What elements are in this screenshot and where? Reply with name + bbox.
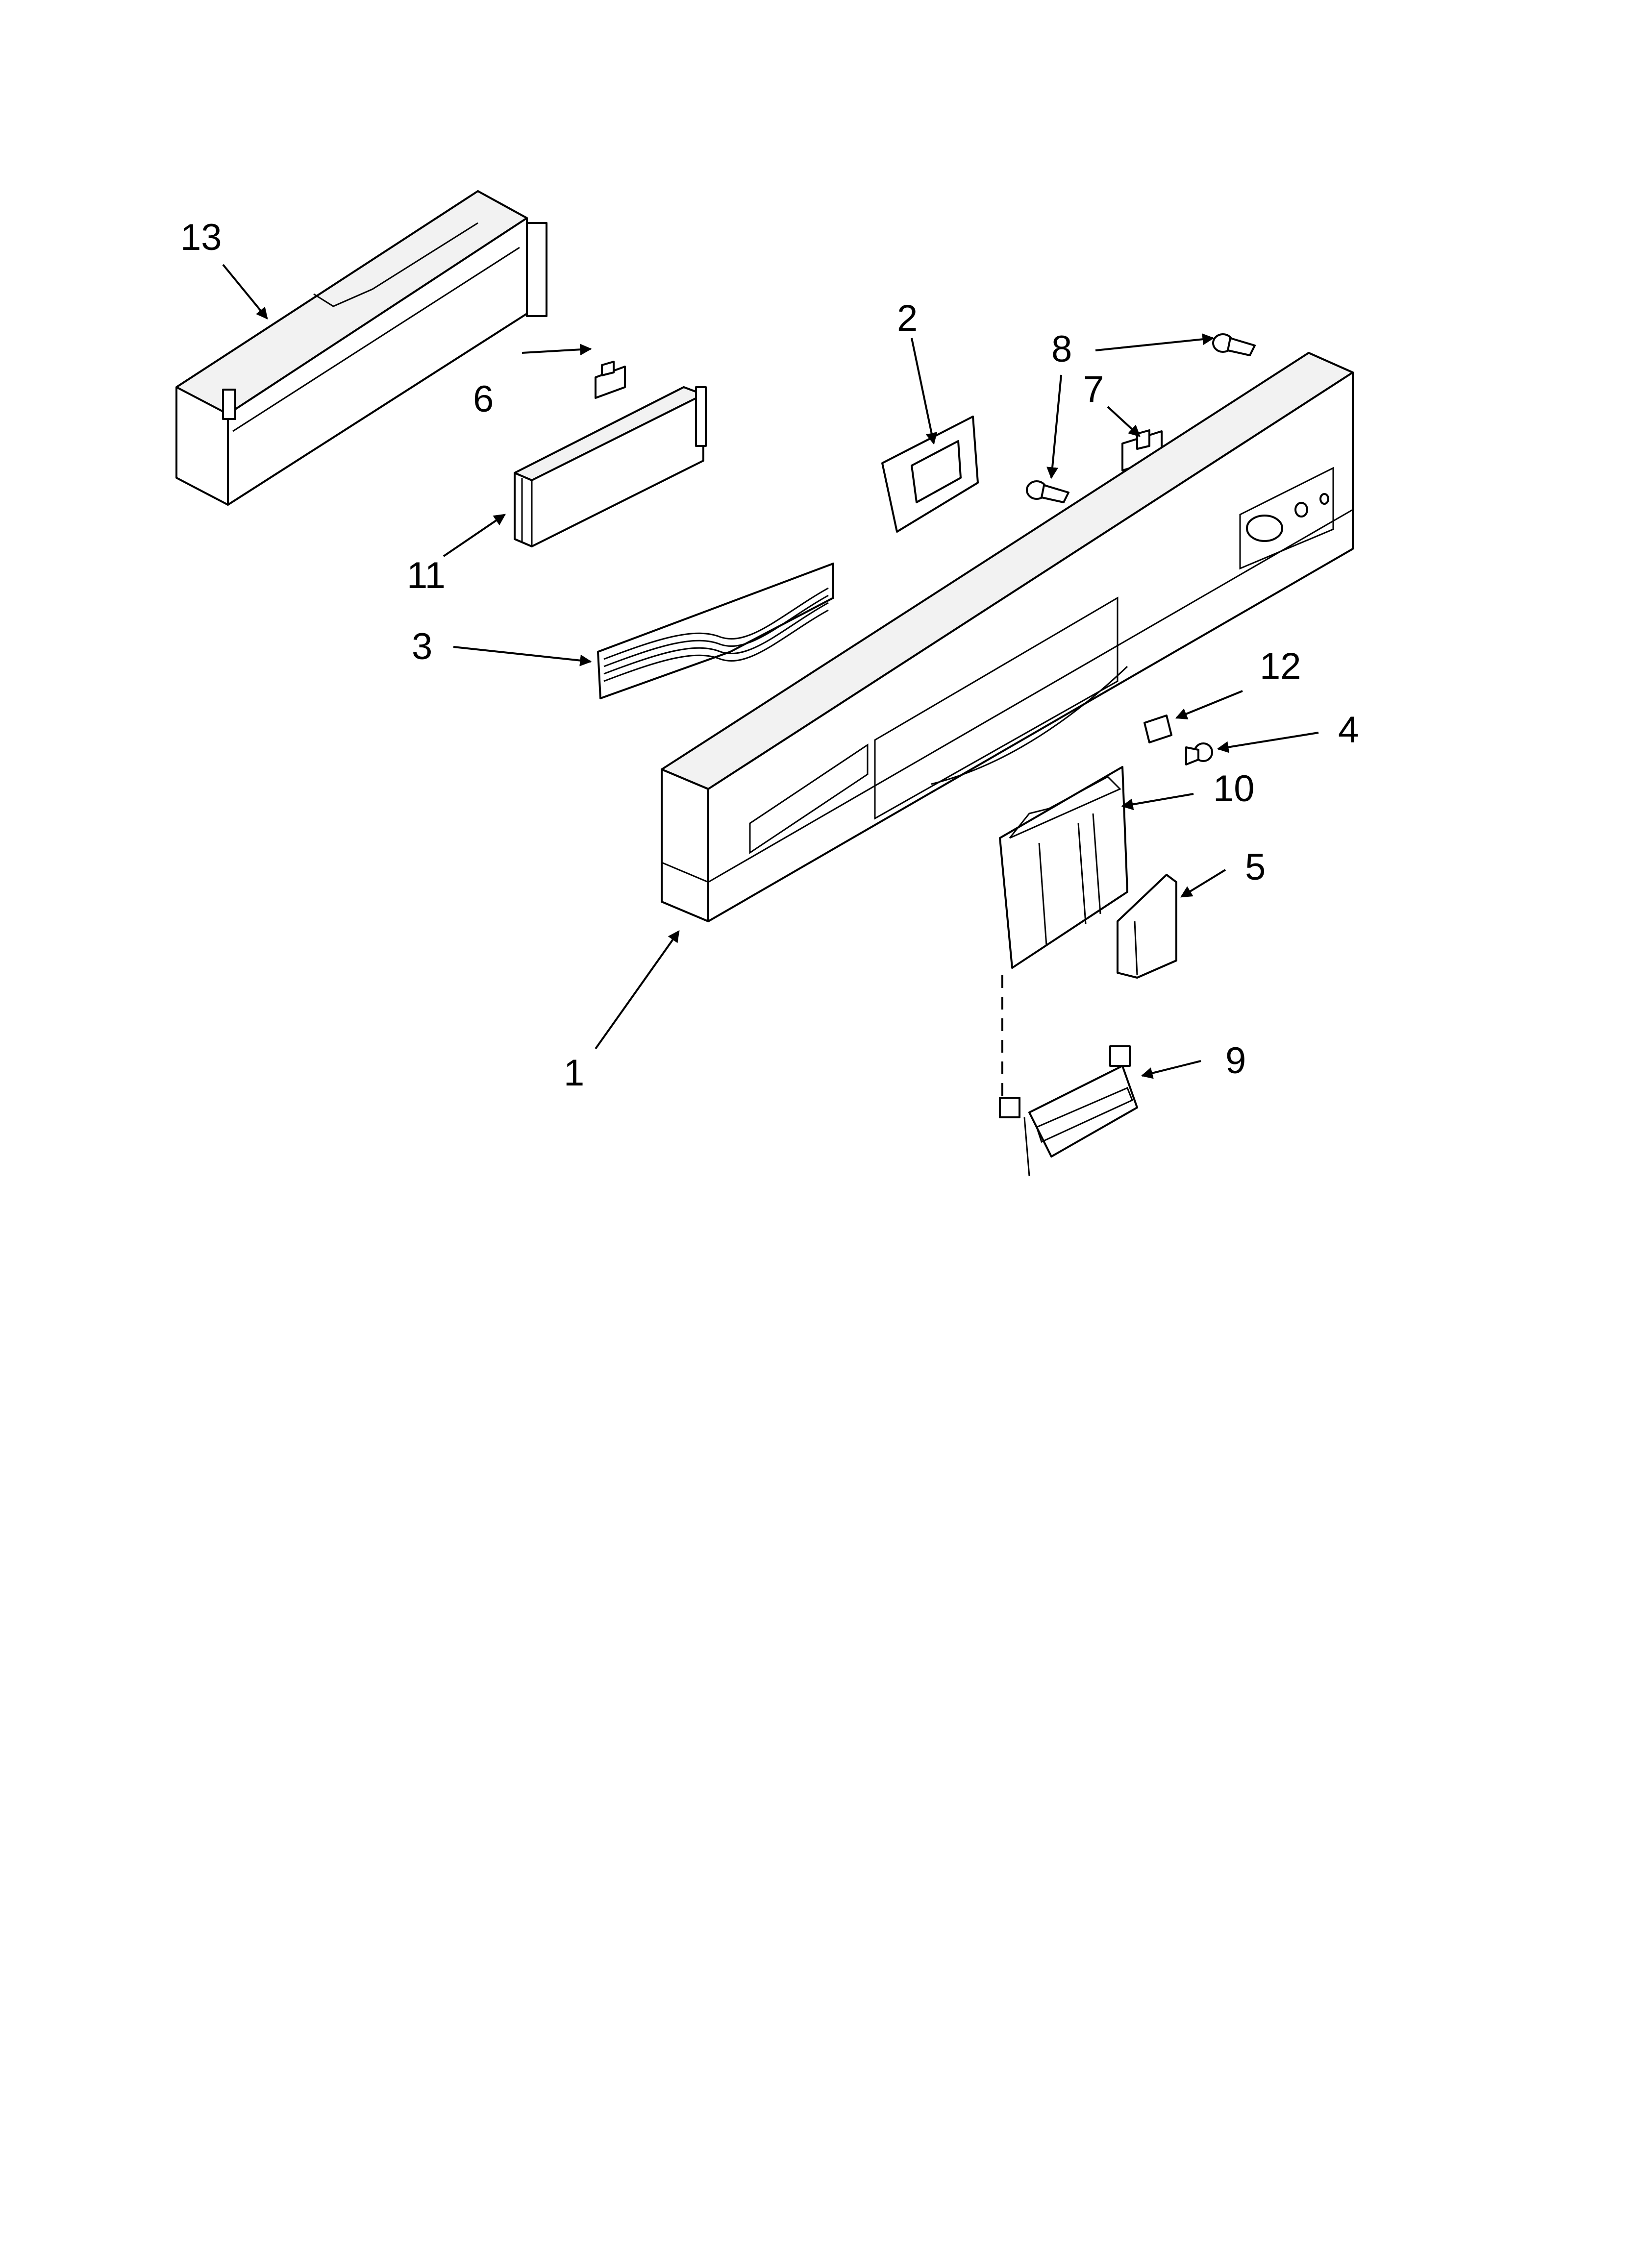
part-10-board-housing	[999, 766, 1128, 969]
part-12-clip	[1144, 715, 1172, 743]
part-9-lower-bracket	[999, 1045, 1138, 1177]
part-4-screw	[1185, 742, 1213, 765]
leader-8-left	[1046, 374, 1062, 479]
callout-3: 3	[412, 626, 432, 667]
callout-7: 7	[1083, 369, 1104, 410]
leader-7	[1107, 406, 1141, 437]
part-11-module	[514, 386, 707, 547]
part-1-console-panel	[661, 352, 1354, 922]
callout-11: 11	[407, 555, 446, 596]
leader-9	[1141, 1060, 1201, 1079]
part-3-ribbon-cable	[597, 563, 834, 699]
callout-1: 1	[564, 1052, 584, 1094]
callout-labels: 13 6 11 3 2 8 7 12 4 10 5 9 1	[180, 217, 1359, 1094]
part-5-latch	[1117, 874, 1177, 979]
callout-5: 5	[1245, 846, 1266, 888]
leader-12	[1175, 690, 1243, 719]
callout-4: 4	[1338, 709, 1359, 751]
leader-4	[1217, 732, 1319, 753]
part-2-bracket	[881, 416, 979, 533]
part-6-clip	[595, 361, 626, 399]
part-8-screw-left	[1026, 480, 1069, 503]
callout-12: 12	[1260, 645, 1301, 687]
part-13-cover	[175, 190, 547, 506]
leader-lines	[222, 264, 1319, 1079]
part-8-screw-right	[1212, 333, 1256, 356]
leader-6	[522, 344, 592, 356]
callout-8: 8	[1051, 328, 1072, 370]
leader-2	[911, 338, 938, 445]
leader-8-right	[1095, 333, 1215, 351]
leader-10	[1121, 793, 1194, 811]
leader-3	[453, 646, 592, 666]
leader-5	[1180, 869, 1226, 898]
leader-13	[222, 264, 268, 320]
leader-1	[595, 930, 680, 1050]
callout-10: 10	[1213, 768, 1255, 810]
callout-6: 6	[473, 378, 494, 420]
callout-2: 2	[897, 297, 918, 339]
callout-13: 13	[180, 217, 222, 258]
leader-11	[443, 514, 506, 557]
callout-9: 9	[1225, 1040, 1246, 1082]
